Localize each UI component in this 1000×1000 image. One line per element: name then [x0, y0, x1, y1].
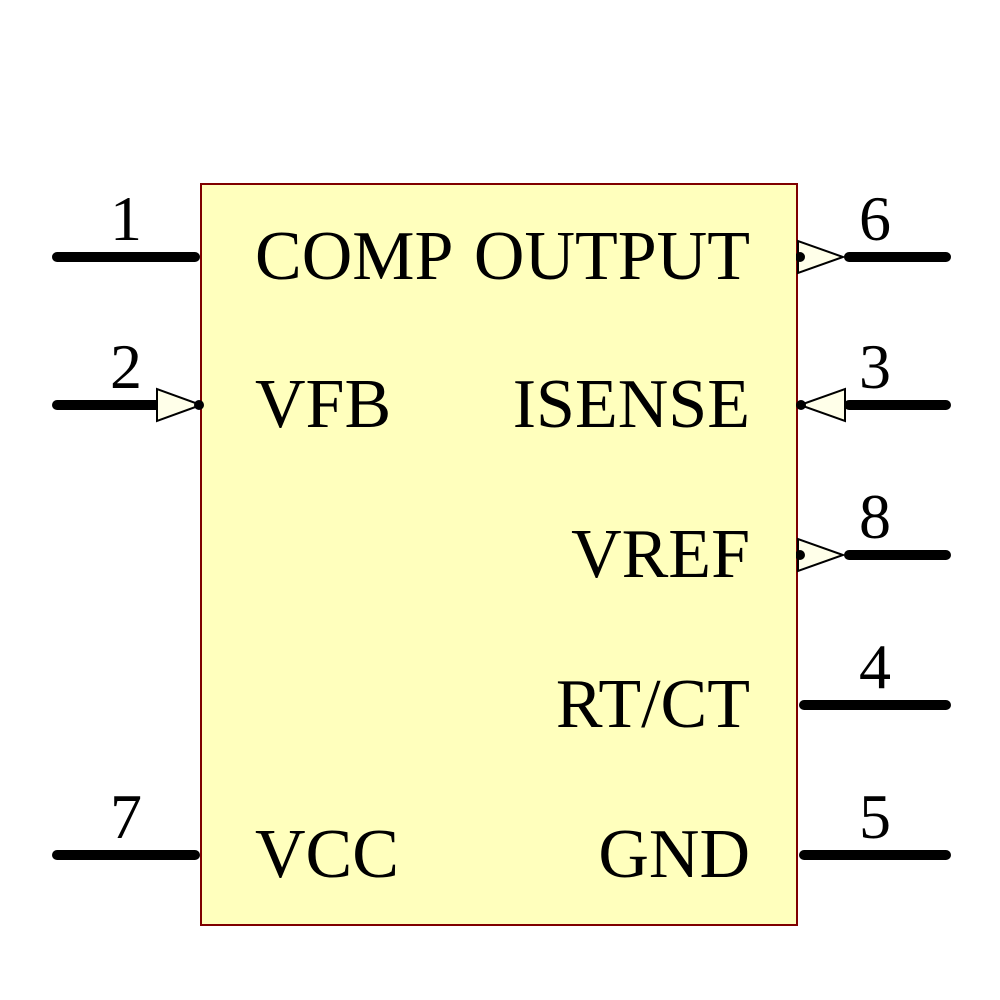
output-arrow-icon [796, 537, 846, 573]
pin-label-isense: ISENSE [512, 366, 750, 443]
pin-line-8[interactable] [844, 550, 951, 560]
pin-label-output: OUTPUT [473, 218, 750, 295]
pin-label-comp: COMP [255, 218, 454, 295]
pin-line-1[interactable] [52, 252, 200, 262]
output-arrow-icon [796, 239, 846, 275]
pin-label-vref: VREF [571, 516, 750, 593]
pin-label-gnd: GND [598, 816, 750, 893]
pin-line-7[interactable] [52, 850, 200, 860]
pin-line-4[interactable] [799, 700, 951, 710]
pin-line-3[interactable] [844, 400, 951, 410]
pin-number-8: 8 [859, 481, 891, 552]
pin-label-vfb: VFB [255, 366, 392, 443]
pin-label-vcc: VCC [255, 816, 399, 893]
pin-number-4: 4 [859, 631, 891, 702]
pin-number-5: 5 [859, 781, 891, 852]
ic-body[interactable] [200, 183, 798, 926]
pin-number-7: 7 [110, 781, 142, 852]
pin-number-6: 6 [859, 183, 891, 254]
pin-number-1: 1 [110, 183, 142, 254]
pin-number-2: 2 [110, 331, 142, 402]
pin-line-6[interactable] [844, 252, 951, 262]
pin-line-2[interactable] [52, 400, 162, 410]
pin-label-rtct: RT/CT [555, 666, 750, 743]
input-arrow-icon [156, 387, 204, 423]
pin-number-3: 3 [859, 331, 891, 402]
pin-line-5[interactable] [799, 850, 951, 860]
